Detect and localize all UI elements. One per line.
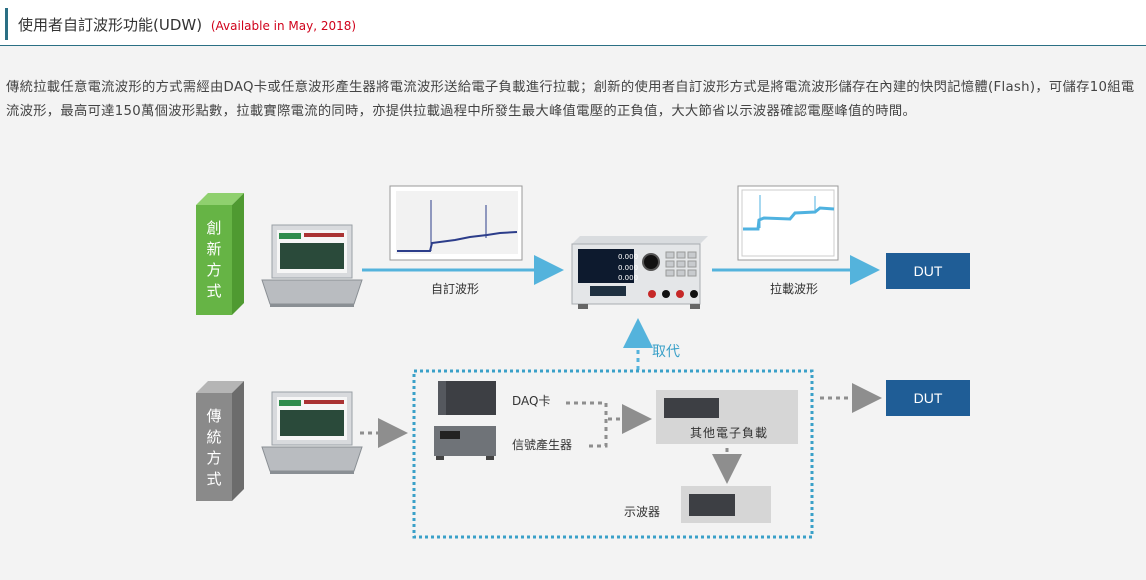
device-reading: 0.000 — [618, 274, 639, 282]
section-title-text: 使用者自訂波形功能(UDW) — [18, 16, 203, 34]
innovative-pillar — [196, 193, 244, 315]
oscilloscope-icon — [681, 486, 771, 523]
load-waveform-chart — [737, 185, 839, 261]
header-accent-bar — [5, 8, 8, 40]
daq-card-icon — [438, 381, 496, 415]
availability-note: (Available in May, 2018) — [210, 19, 357, 33]
laptop-icon — [261, 391, 363, 474]
generator-label: 信號產生器 — [512, 438, 573, 452]
load-wave-label: 拉載波形 — [770, 282, 819, 296]
section-header: 使用者自訂波形功能(UDW) (Available in May, 2018) — [0, 0, 1146, 46]
connector-daq-generator — [566, 401, 608, 448]
signal-generator-icon — [434, 426, 496, 460]
custom-wave-label: 自訂波形 — [431, 282, 480, 296]
description-paragraph: 傳統拉載任意電流波形的方式需經由DAQ卡或任意波形產生器將電流波形送給電子負載進… — [6, 80, 1135, 119]
innovative-pillar-label: 創新方式 — [206, 219, 222, 300]
section-title: 使用者自訂波形功能(UDW) (Available in May, 2018) — [18, 14, 356, 35]
custom-waveform-chart — [389, 185, 523, 261]
traditional-pillar — [196, 381, 244, 501]
laptop-icon — [261, 224, 363, 307]
traditional-equipment-box — [412, 369, 814, 539]
dut-box: DUT — [886, 253, 970, 289]
dut-box: DUT — [886, 380, 970, 416]
traditional-pillar-label: 傳統方式 — [206, 407, 222, 488]
other-electronic-load-icon — [656, 390, 798, 444]
other-load-label: 其他電子負載 — [690, 426, 769, 440]
device-reading: 0.000 — [618, 253, 639, 261]
electronic-load-device — [571, 236, 708, 309]
oscilloscope-label: 示波器 — [624, 505, 661, 519]
replace-label: 取代 — [652, 344, 680, 360]
daq-label: DAQ卡 — [512, 394, 551, 408]
device-reading: 0.000 — [618, 264, 639, 272]
